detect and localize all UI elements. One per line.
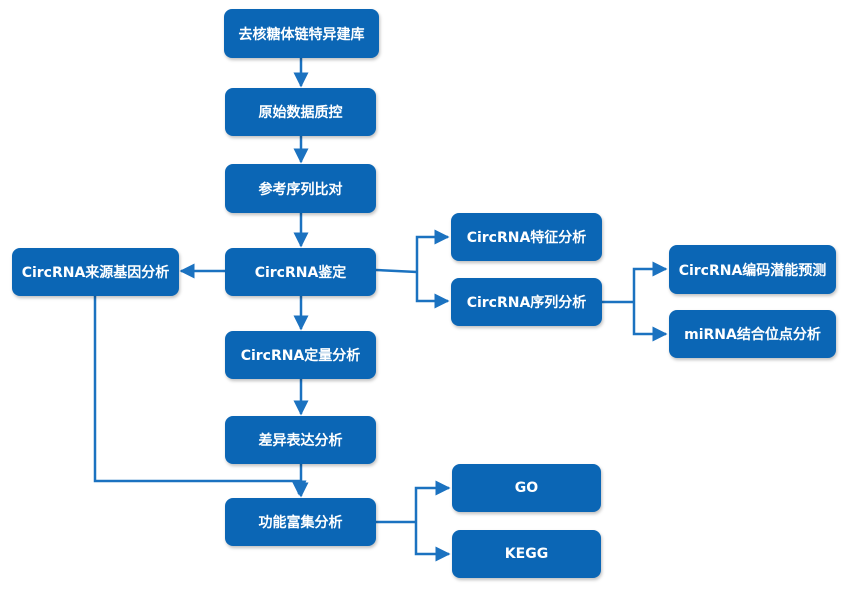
arrow-to-coding	[632, 261, 668, 302]
connector-identification-branch	[375, 268, 418, 274]
arrow-to-go	[414, 480, 451, 522]
node-mirna: miRNA结合位点分析	[669, 310, 836, 358]
node-source-gene: CircRNA来源基因分析	[12, 248, 179, 296]
node-enrichment: 功能富集分析	[225, 498, 376, 546]
node-library: 去核糖体链特异建库	[224, 9, 379, 58]
node-qc: 原始数据质控	[225, 88, 376, 136]
arrow-to-kegg	[414, 522, 451, 562]
node-feature: CircRNA特征分析	[451, 213, 602, 261]
arrow-to-sequence	[415, 272, 450, 309]
node-quantification: CircRNA定量分析	[225, 331, 376, 379]
node-go: GO	[452, 464, 601, 512]
arrow-source-to-enrichment	[93, 296, 307, 496]
arrow-to-mirna	[632, 302, 668, 342]
node-identification: CircRNA鉴定	[225, 248, 376, 296]
node-kegg: KEGG	[452, 530, 601, 578]
arrow-to-feature	[415, 229, 450, 272]
node-diff-expression: 差异表达分析	[225, 416, 376, 464]
node-coding: CircRNA编码潜能预测	[669, 245, 836, 294]
node-sequence: CircRNA序列分析	[451, 278, 602, 326]
node-alignment: 参考序列比对	[225, 164, 376, 213]
